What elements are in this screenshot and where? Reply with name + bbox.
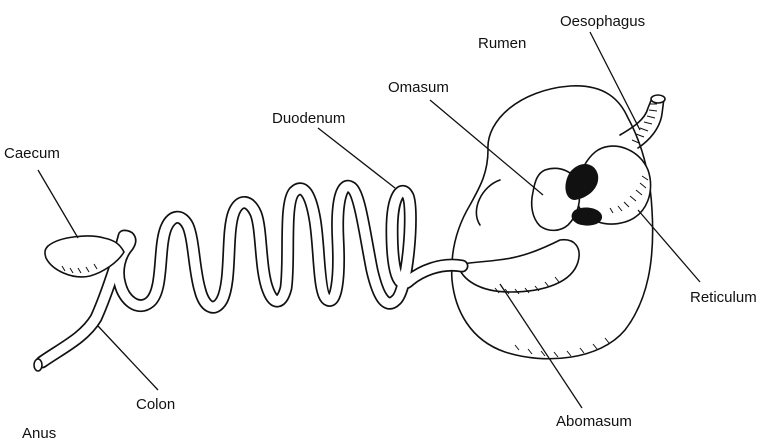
label-reticulum: Reticulum [690, 289, 757, 306]
label-colon: Colon [136, 396, 175, 413]
leader-duodenum [318, 128, 395, 188]
leader-colon [98, 326, 158, 390]
label-caecum: Caecum [4, 145, 60, 162]
oesophagus-opening [651, 95, 665, 103]
label-rumen: Rumen [478, 35, 526, 52]
label-omasum: Omasum [388, 79, 449, 96]
leader-caecum [38, 170, 78, 238]
label-duodenum: Duodenum [272, 110, 345, 127]
label-abomasum: Abomasum [556, 413, 632, 430]
label-anus: Anus [22, 425, 56, 440]
label-oesophagus: Oesophagus [560, 13, 645, 30]
anus [34, 359, 42, 371]
